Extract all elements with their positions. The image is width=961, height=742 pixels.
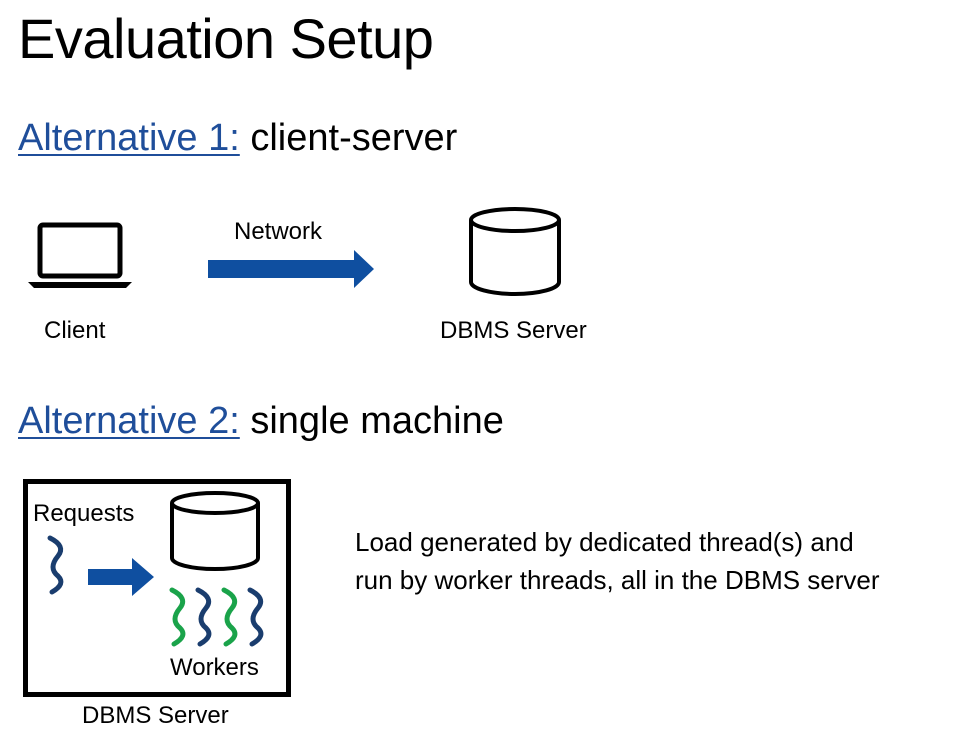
- alternative-2-link[interactable]: Alternative 2:: [18, 400, 240, 442]
- request-arrow-icon: [88, 558, 154, 596]
- alternative-1-text: client-server: [250, 117, 458, 159]
- network-label: Network: [234, 218, 323, 245]
- dbms-server-label-2: DBMS Server: [82, 702, 229, 729]
- workers-label: Workers: [170, 654, 259, 681]
- request-thread-icon: [47, 535, 64, 595]
- alternative-1-link[interactable]: Alternative 1:: [18, 117, 240, 159]
- client-label: Client: [44, 317, 106, 344]
- slide-title: Evaluation Setup: [18, 7, 434, 70]
- description-line-2: run by worker threads, all in the DBMS s…: [355, 565, 880, 595]
- database-cylinder-icon: [469, 207, 561, 296]
- database-cylinder-icon: [170, 491, 260, 571]
- description-line-1: Load generated by dedicated thread(s) an…: [355, 527, 854, 557]
- alternative-1-heading: Alternative 1: client-server: [18, 117, 458, 160]
- requests-label: Requests: [33, 500, 135, 527]
- alternative-2-text: single machine: [250, 400, 504, 442]
- alternative-2-heading: Alternative 2: single machine: [18, 400, 504, 443]
- dbms-server-label-1: DBMS Server: [440, 317, 587, 344]
- dbms-server-box: [23, 479, 291, 697]
- laptop-icon: [28, 222, 132, 288]
- worker-threads-icon: [169, 587, 264, 647]
- network-arrow-icon: [208, 250, 374, 288]
